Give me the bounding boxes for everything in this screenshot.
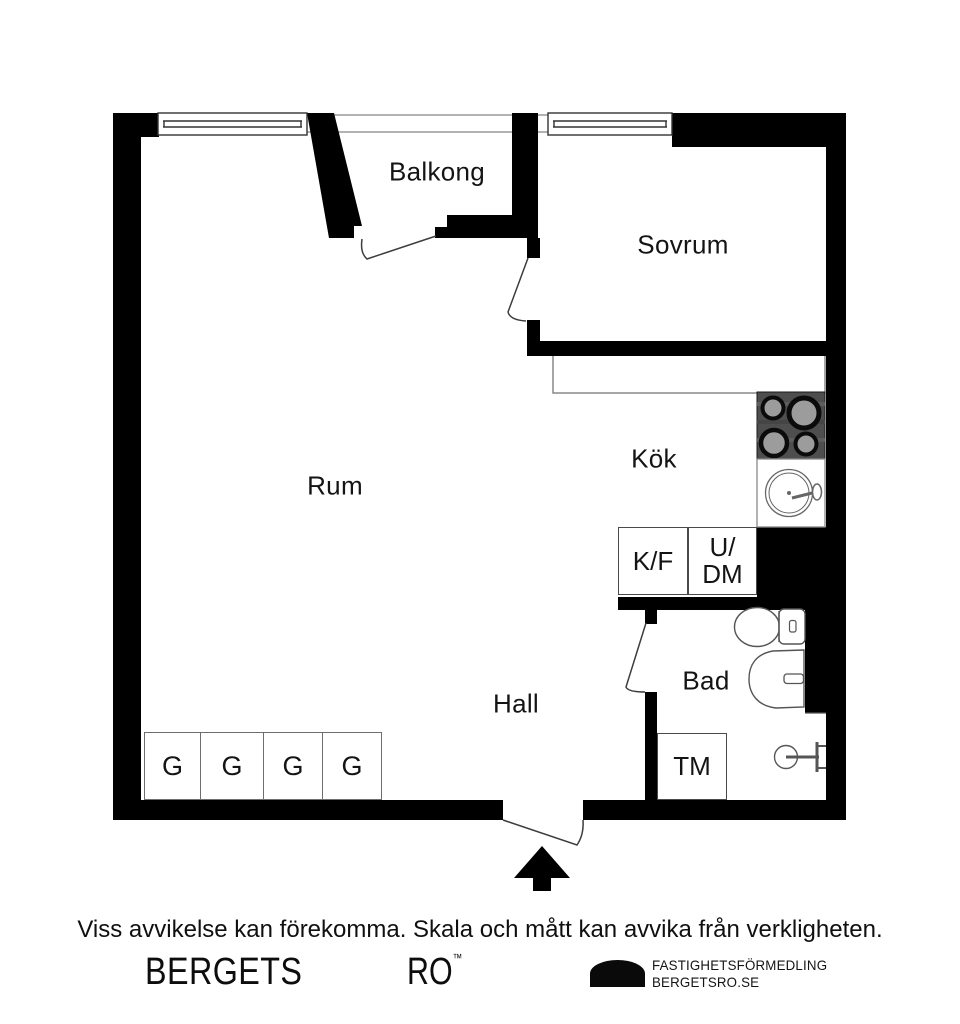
dishwasher-box: U/ DM bbox=[688, 527, 757, 595]
label-kitchen: Kök bbox=[631, 443, 677, 474]
dishwasher-label-line1: U/ bbox=[709, 532, 736, 563]
brand-ro: RO™ bbox=[407, 951, 462, 994]
wall-bathroom-west-lower bbox=[645, 692, 657, 800]
door-swings bbox=[360, 235, 647, 846]
wardrobe-label: G bbox=[341, 750, 363, 781]
kitchen-counter bbox=[552, 353, 826, 394]
label-bedroom: Sovrum bbox=[637, 229, 729, 260]
agency-dome-logo-icon bbox=[590, 960, 645, 987]
wall-balcony-left-slanted bbox=[307, 113, 362, 238]
wall-balcony-bottom-step bbox=[435, 227, 449, 238]
fridge-freezer-label: K/F bbox=[632, 545, 674, 576]
entrance-arrow-icon bbox=[514, 846, 570, 891]
wall-left bbox=[113, 113, 141, 820]
label-living-room: Rum bbox=[307, 470, 363, 501]
brand-bergets: BERGETS bbox=[145, 951, 303, 993]
wall-bathroom-east bbox=[805, 609, 846, 713]
wall-balcony-right bbox=[512, 113, 538, 238]
brand-ro-text: RO bbox=[407, 951, 453, 993]
wall-bathroom-west-upper bbox=[645, 609, 657, 624]
wall-bedroom-south bbox=[527, 341, 826, 356]
label-bathroom: Bad bbox=[682, 665, 730, 696]
walls bbox=[113, 113, 846, 820]
label-hall: Hall bbox=[493, 688, 539, 719]
agency-line2: BERGETSRO.SE bbox=[652, 974, 760, 991]
entry-door-swing bbox=[502, 819, 584, 846]
wardrobe-box: G bbox=[263, 732, 323, 800]
wall-bathroom-north bbox=[618, 597, 846, 610]
shower-icon bbox=[773, 742, 826, 772]
wall-bottom-right bbox=[583, 800, 846, 820]
wardrobe-box: G bbox=[322, 732, 382, 800]
bathroom-door-swing bbox=[625, 622, 647, 693]
fridge-freezer-box: K/F bbox=[618, 527, 688, 595]
agency-line1: FASTIGHETSFÖRMEDLING bbox=[652, 957, 828, 973]
wall-top-right bbox=[672, 113, 846, 147]
label-balcony: Balkong bbox=[388, 156, 486, 187]
wall-top-left bbox=[113, 113, 159, 137]
wardrobe-label: G bbox=[221, 750, 243, 781]
bedroom-door-swing bbox=[507, 257, 529, 322]
wall-bedroom-west-upper bbox=[527, 238, 540, 258]
stove-icon bbox=[756, 391, 826, 460]
balcony-railing bbox=[307, 114, 552, 133]
sink-icon bbox=[756, 458, 826, 528]
wardrobe-label: G bbox=[161, 750, 183, 781]
wall-kitchen-block bbox=[757, 527, 846, 609]
wall-balcony-bottom bbox=[447, 215, 512, 238]
wardrobe-box: G bbox=[144, 732, 201, 800]
dishwasher-label-line2: DM bbox=[702, 559, 743, 589]
wall-right bbox=[826, 113, 846, 820]
wardrobe-label: G bbox=[282, 750, 304, 781]
washing-machine-box: TM bbox=[657, 733, 727, 800]
window-living-room bbox=[157, 112, 308, 136]
toilet-icon bbox=[733, 606, 806, 648]
wall-bottom-left bbox=[113, 800, 503, 820]
window-bedroom bbox=[547, 112, 673, 136]
agency-text: FASTIGHETSFÖRMEDLING BERGETSRO.SE bbox=[652, 957, 827, 991]
washbasin-icon bbox=[748, 649, 805, 709]
trademark-symbol: ™ bbox=[452, 951, 463, 965]
wardrobe-box: G bbox=[200, 732, 264, 800]
washing-machine-label: TM bbox=[673, 751, 711, 781]
balcony-door-swing bbox=[360, 235, 437, 260]
disclaimer-text: Viss avvikelse kan förekomma. Skala och … bbox=[77, 916, 883, 943]
